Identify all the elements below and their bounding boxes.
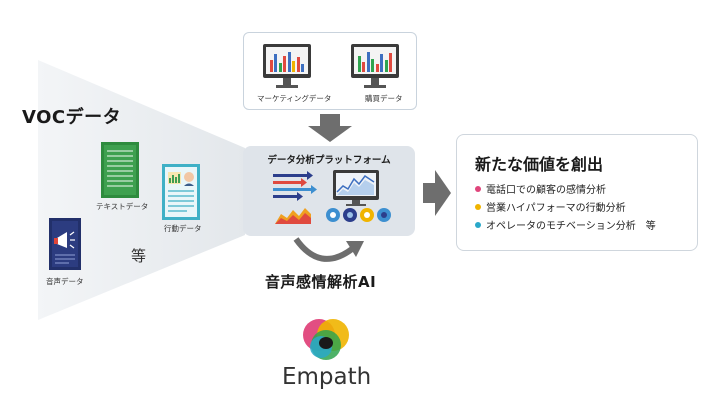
text-data-doc-icon: [101, 142, 139, 198]
yellow-bullet-icon: [475, 204, 481, 210]
voc-data-title: VOCデータ: [22, 107, 122, 128]
voice-data-doc-icon: [49, 218, 81, 270]
value-item-1: 電話口での顧客の感情分析: [475, 181, 606, 196]
value-item-3: オペレータのモチベーション分析 等: [475, 217, 656, 232]
voice-data-label: 音声データ: [46, 277, 84, 286]
data-analysis-platform: データ分析プラットフォーム: [243, 146, 415, 236]
platform-visuals-icon: [273, 170, 391, 224]
empath-logo-icon: [303, 319, 349, 360]
right-arrow-icon: [423, 170, 451, 216]
marketing-monitor-icon: [263, 44, 311, 88]
cycle-arrow-icon: [293, 237, 364, 262]
down-arrow-icon: [308, 114, 352, 142]
platform-title: データ分析プラットフォーム: [267, 155, 391, 166]
ai-title: 音声感情解析AI: [265, 273, 377, 291]
text-data-label: テキストデータ: [96, 202, 149, 211]
value-item-2-text: 営業ハイパフォーマの行動分析: [486, 203, 626, 214]
etc-label: 等: [131, 247, 147, 265]
purchase-monitor-icon: [351, 44, 399, 88]
new-value-title: 新たな価値を創出: [475, 155, 604, 174]
new-value-box: 新たな価値を創出 電話口での顧客の感情分析 営業ハイパフォーマの行動分析 オペレ…: [456, 134, 698, 251]
marketing-data-label: マーケティングデータ: [257, 94, 332, 103]
value-item-1-text: 電話口での顧客の感情分析: [486, 185, 606, 196]
behavior-data-label: 行動データ: [164, 224, 202, 233]
cyan-bullet-icon: [475, 222, 481, 228]
pink-bullet-icon: [475, 186, 481, 192]
value-item-2: 営業ハイパフォーマの行動分析: [475, 199, 626, 214]
external-data-box: マーケティングデータ 購買データ: [243, 32, 417, 110]
purchase-data-label: 購買データ: [365, 94, 403, 103]
empath-logo-text: Empath: [282, 364, 372, 390]
value-item-3-text: オペレータのモチベーション分析 等: [486, 221, 656, 232]
behavior-data-doc-icon: [162, 164, 200, 220]
